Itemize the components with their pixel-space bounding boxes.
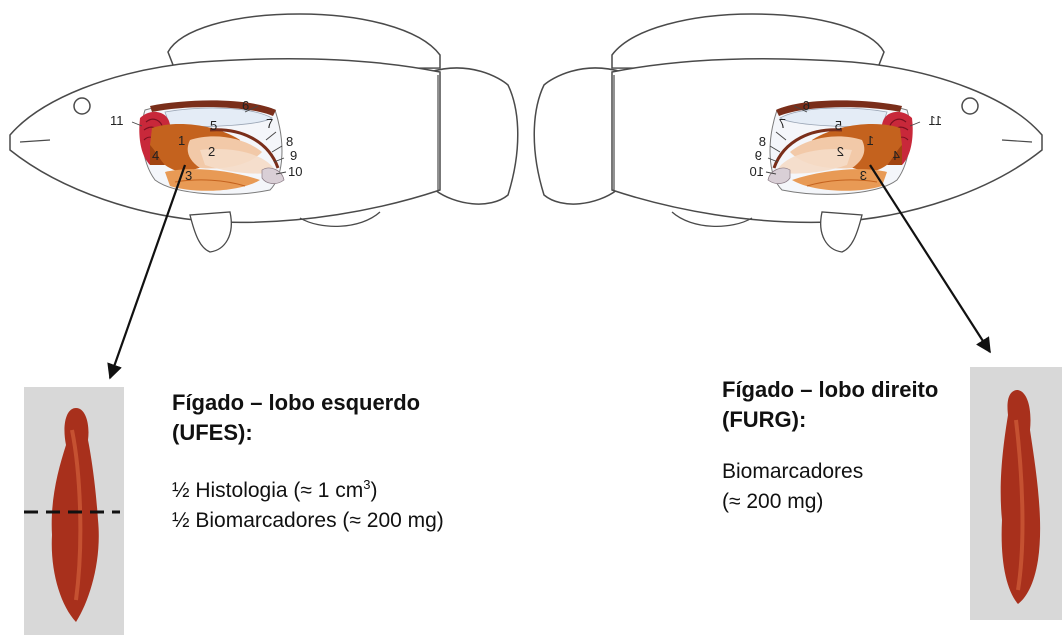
right-organ-label: 8: [759, 134, 766, 149]
left-caption-biomarkers: ½ Biomarcadores (≈ 200 mg): [172, 506, 444, 536]
left-organ-label: 3: [185, 168, 192, 183]
right-caption: Fígado – lobo direito (FURG): Biomarcado…: [722, 375, 938, 517]
left-organ-label: 7: [266, 116, 273, 131]
right-organ-label: 11: [929, 113, 943, 128]
right-organ-label: 7: [779, 116, 786, 131]
left-caption: Fígado – lobo esquerdo (UFES): ½ Histolo…: [172, 388, 444, 536]
left-organ-label: 8: [286, 134, 293, 149]
right-organ-label: 2: [837, 144, 844, 159]
left-organ-label: 2: [208, 144, 215, 159]
right-liver-photo: [970, 367, 1062, 620]
left-fish-illustration: [10, 14, 518, 252]
left-caption-institution: (UFES):: [172, 418, 444, 448]
left-fish-diagram: 1 2 3 4 5 6 7 8 9 10 11: [10, 14, 518, 252]
right-organ-label: 5: [835, 118, 842, 133]
right-caption-biomarkers: Biomarcadores: [722, 457, 938, 487]
right-organ-label: 10: [750, 164, 764, 179]
left-organ-label: 5: [210, 118, 217, 133]
left-caption-histology: ½ Histologia (≈ 1 cm3): [172, 470, 444, 506]
right-organ-label: 9: [755, 148, 762, 163]
left-organ-label: 1: [178, 133, 185, 148]
right-organ-label: 1: [867, 133, 874, 148]
right-caption-title: Fígado – lobo direito: [722, 375, 938, 405]
left-organ-label: 11: [110, 113, 124, 128]
right-organ-label: 4: [893, 148, 900, 163]
left-liver-photo: [24, 387, 124, 635]
right-caption-amount: (≈ 200 mg): [722, 487, 938, 517]
left-organ-label: 9: [290, 148, 297, 163]
left-organ-label: 4: [152, 148, 159, 163]
right-organ-label: 3: [860, 168, 867, 183]
right-fish-diagram: 1 2 3 4 5 6 7 8 9 10 11: [534, 14, 1042, 252]
left-caption-title: Fígado – lobo esquerdo: [172, 388, 444, 418]
right-fish-illustration: [534, 14, 1042, 252]
right-caption-institution: (FURG):: [722, 405, 938, 435]
left-organ-label: 6: [242, 98, 249, 113]
left-organ-label: 10: [288, 164, 302, 179]
right-organ-label: 6: [803, 98, 810, 113]
